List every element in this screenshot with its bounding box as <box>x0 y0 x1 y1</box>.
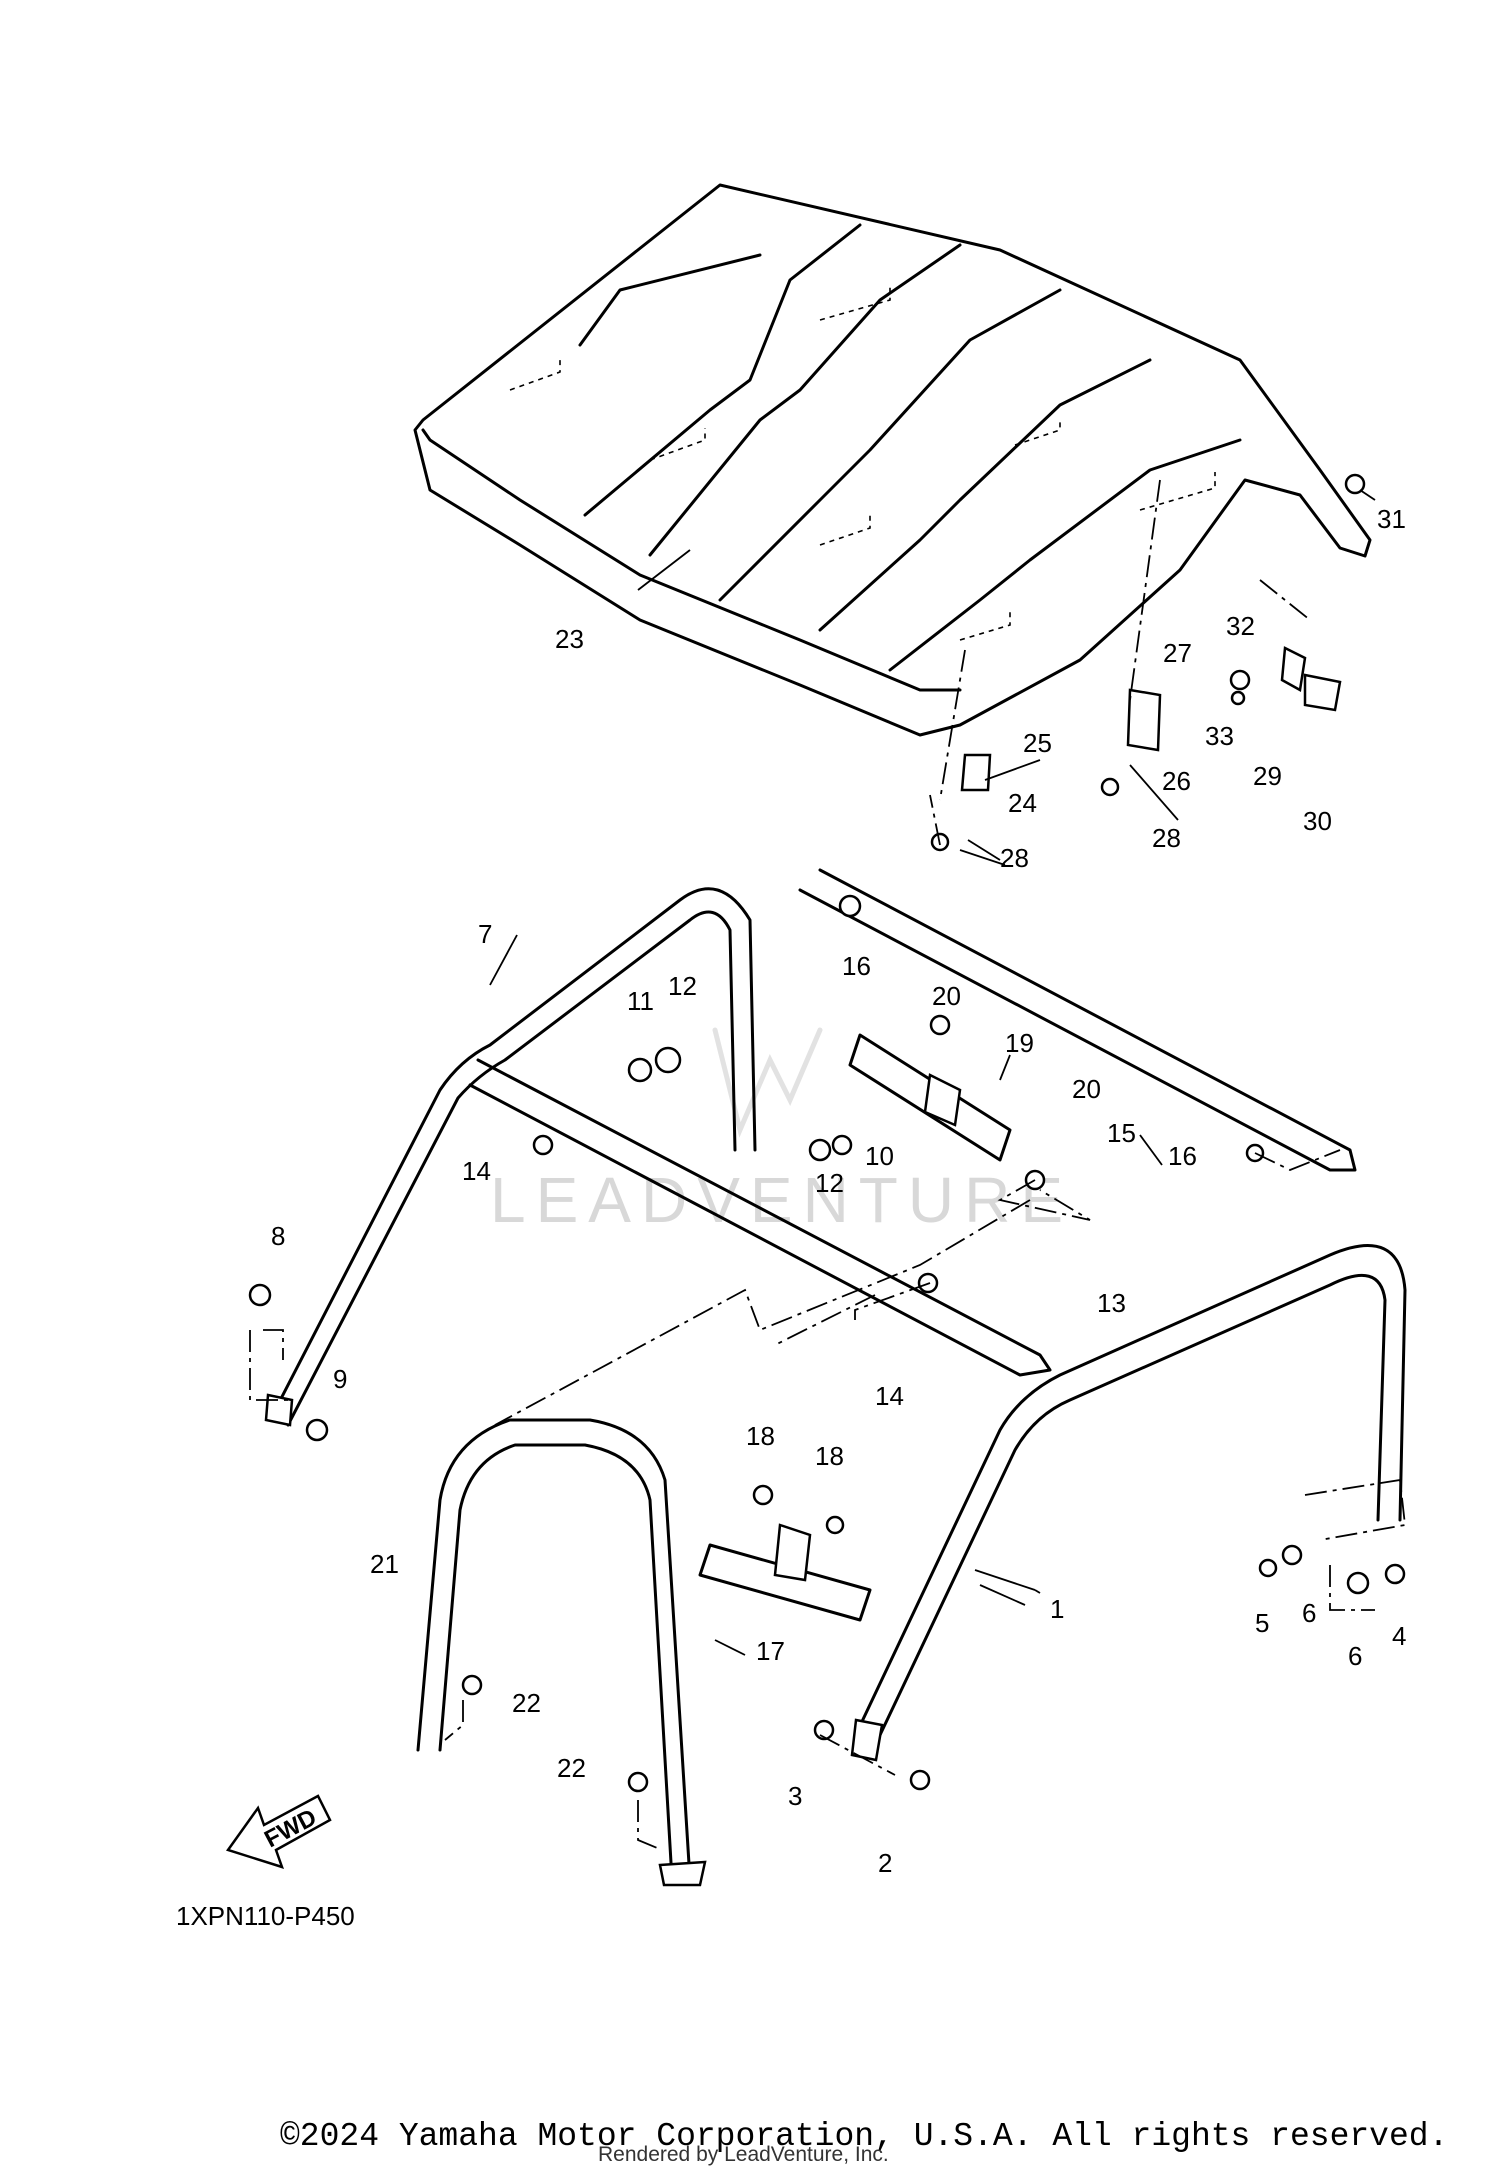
leader-lines <box>489 489 1376 1656</box>
dash-bracket-19[interactable] <box>848 1033 1012 1162</box>
callout-6a[interactable]: 6 <box>1302 1598 1316 1628</box>
callout-4[interactable]: 4 <box>1392 1621 1406 1651</box>
callout-13[interactable]: 13 <box>1097 1288 1126 1318</box>
callout-3[interactable]: 3 <box>788 1781 802 1811</box>
dash-bracket-17[interactable] <box>698 1523 872 1622</box>
fasteners <box>248 473 1406 1793</box>
callout-17[interactable]: 17 <box>756 1636 785 1666</box>
callout-18a[interactable]: 18 <box>746 1421 775 1451</box>
callout-28a[interactable]: 28 <box>1000 843 1029 873</box>
callout-15[interactable]: 15 <box>1107 1118 1136 1148</box>
callout-18b[interactable]: 18 <box>815 1441 844 1471</box>
callout-27[interactable]: 27 <box>1163 638 1192 668</box>
callout-19[interactable]: 19 <box>1005 1028 1034 1058</box>
callout-1[interactable]: 1 <box>1050 1594 1064 1624</box>
upper-cross-bar[interactable] <box>468 868 1357 1377</box>
callout-7[interactable]: 7 <box>478 919 492 949</box>
callout-32[interactable]: 32 <box>1226 611 1255 641</box>
callout-14a[interactable]: 14 <box>462 1156 491 1186</box>
callout-12a[interactable]: 12 <box>668 971 697 1001</box>
watermark: LEADVENTURE <box>490 1027 1073 1236</box>
callout-20a[interactable]: 20 <box>932 981 961 1011</box>
callout-8[interactable]: 8 <box>271 1221 285 1251</box>
front-roll-cage[interactable] <box>416 1418 707 1887</box>
diagram-code: 1XPN110-P450 <box>176 1901 355 1931</box>
callout-22b[interactable]: 22 <box>557 1753 586 1783</box>
callout-24[interactable]: 24 <box>1008 788 1037 818</box>
callout-30[interactable]: 30 <box>1303 806 1332 836</box>
callout-28b[interactable]: 28 <box>1152 823 1181 853</box>
callout-33[interactable]: 33 <box>1205 721 1234 751</box>
watermark-text: LEADVENTURE <box>490 1164 1073 1236</box>
rear-roll-bar[interactable] <box>850 1244 1407 1762</box>
roof-panel[interactable] <box>413 183 1372 737</box>
callout-16a[interactable]: 16 <box>842 951 871 981</box>
rendered-by-notice: Rendered by LeadVenture, Inc. <box>598 2143 889 2166</box>
callout-6b[interactable]: 6 <box>1348 1641 1362 1671</box>
callout-10[interactable]: 10 <box>865 1141 894 1171</box>
callout-22a[interactable]: 22 <box>512 1688 541 1718</box>
callout-9[interactable]: 9 <box>333 1364 347 1394</box>
callout-2[interactable]: 2 <box>878 1848 892 1878</box>
callout-5[interactable]: 5 <box>1255 1608 1269 1638</box>
callout-31[interactable]: 31 <box>1377 504 1406 534</box>
front-roll-bar[interactable] <box>264 887 757 1427</box>
callout-20b[interactable]: 20 <box>1072 1074 1101 1104</box>
callout-labels: 1 2 3 4 5 6 6 7 8 9 10 11 12 12 13 14 14… <box>271 504 1406 1878</box>
callout-26[interactable]: 26 <box>1162 766 1191 796</box>
callout-25[interactable]: 25 <box>1023 728 1052 758</box>
assembly-lines <box>249 479 1406 1851</box>
callout-12b[interactable]: 12 <box>815 1168 844 1198</box>
callout-23[interactable]: 23 <box>555 624 584 654</box>
callout-11[interactable]: 11 <box>627 986 654 1016</box>
copyright-notice: ©2024 Yamaha Motor Corporation, U.S.A. A… <box>280 2118 1448 2155</box>
callout-14b[interactable]: 14 <box>875 1381 904 1411</box>
callout-21[interactable]: 21 <box>370 1549 399 1579</box>
fwd-arrow: FWD <box>225 1794 332 1869</box>
callout-29[interactable]: 29 <box>1253 761 1282 791</box>
callout-16b[interactable]: 16 <box>1168 1141 1197 1171</box>
